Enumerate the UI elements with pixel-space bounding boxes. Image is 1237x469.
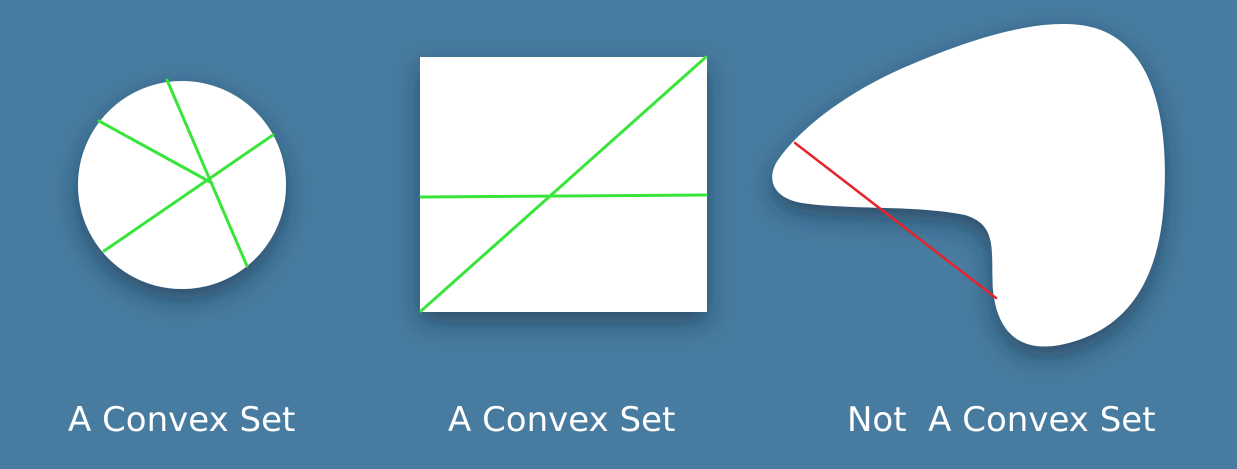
non-convex-shape	[772, 23, 1165, 347]
rectangle-diagonal	[419, 55, 708, 313]
circle-chord-2	[97, 119, 214, 185]
rectangle-horizontal-chord	[419, 193, 708, 199]
circle-chord-3	[102, 133, 275, 253]
rectangle-panel	[419, 55, 708, 313]
non-convex-chord	[793, 141, 998, 300]
circle-caption: A Convex Set	[68, 400, 296, 440]
non-convex-panel	[772, 23, 1165, 347]
circle-panel	[78, 78, 286, 289]
rectangle-caption: A Convex Set	[448, 400, 676, 440]
non-convex-caption: Not A Convex Set	[847, 400, 1156, 440]
circle-chord-1	[165, 78, 249, 268]
